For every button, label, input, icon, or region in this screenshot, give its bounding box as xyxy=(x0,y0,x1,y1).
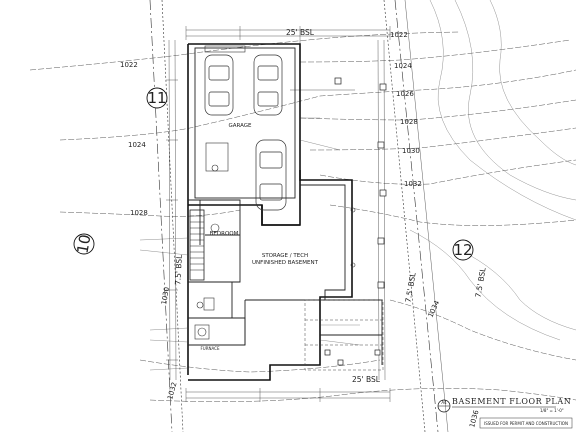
fixtures xyxy=(194,207,356,340)
car-right xyxy=(253,54,283,116)
contour-label: 1032 xyxy=(404,180,422,188)
bsl-rear: 25' BSL xyxy=(352,375,381,384)
contour-label: 1022 xyxy=(390,31,408,39)
lot-marker-11: 11 xyxy=(146,87,168,109)
room-label-garage: GARAGE xyxy=(228,123,252,129)
deck xyxy=(304,299,384,371)
contour-label: 1024 xyxy=(128,141,146,149)
setback-labels: 25' BSL 25' BSL 7.5' BSL 7.5' BSL 7.5' B… xyxy=(173,28,488,384)
room-label-bedroom: BEDROOM xyxy=(210,231,239,237)
contour-lines-right xyxy=(409,0,576,341)
lot-marker-10: 10 xyxy=(73,233,94,255)
bsl-left: 7.5' BSL xyxy=(173,254,184,286)
contour-label: 1030 xyxy=(160,286,171,305)
contour-label: 1030 xyxy=(402,147,420,155)
bsl-front: 25' BSL xyxy=(286,28,315,37)
sheet-number: A4 xyxy=(441,400,447,405)
contour-label: 1026 xyxy=(396,90,414,98)
drawing-scale: 1/8" = 1'-0" xyxy=(540,408,564,413)
dimension-ticks xyxy=(166,26,391,402)
svg-text:11: 11 xyxy=(147,89,166,107)
bsl-right: 7.5' BSL xyxy=(403,271,417,303)
garage-equipment xyxy=(204,45,246,172)
contour-label: 1028 xyxy=(400,118,418,126)
contour-lines xyxy=(29,31,576,402)
bsl-right-outer: 7.5' BSL xyxy=(473,266,487,298)
permit-stamp: ISSUED FOR PERMIT AND CONSTRUCTION xyxy=(479,417,573,429)
svg-text:12: 12 xyxy=(453,241,472,259)
inner-walls xyxy=(188,47,383,365)
piers xyxy=(324,77,387,366)
svg-text:ISSUED FOR PERMIT AND CONSTRUC: ISSUED FOR PERMIT AND CONSTRUCTION xyxy=(484,421,568,426)
contour-label: 1028 xyxy=(130,209,148,217)
contour-label: 1034 xyxy=(427,299,442,319)
room-labels: GARAGE BEDROOM STORAGE / TECH UNFINISHED… xyxy=(201,123,319,351)
car-left xyxy=(204,54,234,116)
svg-text:10: 10 xyxy=(73,233,94,255)
lot-marker-12: 12 xyxy=(452,239,474,261)
contour-label: 1036 xyxy=(468,409,480,429)
dimension-lines xyxy=(168,29,390,399)
contour-labels: 1022 1022 1024 1024 1026 1028 1028 1030 … xyxy=(120,31,481,429)
contour-label: 1024 xyxy=(394,62,412,70)
drawing-title: BASEMENT FLOOR PLAN xyxy=(452,397,571,406)
room-label-furnace: FURNACE xyxy=(201,346,220,351)
annotation-leaders xyxy=(139,117,361,371)
car-lower xyxy=(255,139,287,211)
room-label-storage-sub: UNFINISHED BASEMENT xyxy=(252,260,319,266)
room-label-storage: STORAGE / TECH xyxy=(262,253,308,259)
foundation-walls xyxy=(187,43,353,381)
title-block: A4 BASEMENT FLOOR PLAN 1/8" = 1'-0" xyxy=(437,397,571,413)
contour-label: 1022 xyxy=(120,61,138,69)
stair xyxy=(189,209,205,281)
contour-label: 1032 xyxy=(166,381,178,400)
